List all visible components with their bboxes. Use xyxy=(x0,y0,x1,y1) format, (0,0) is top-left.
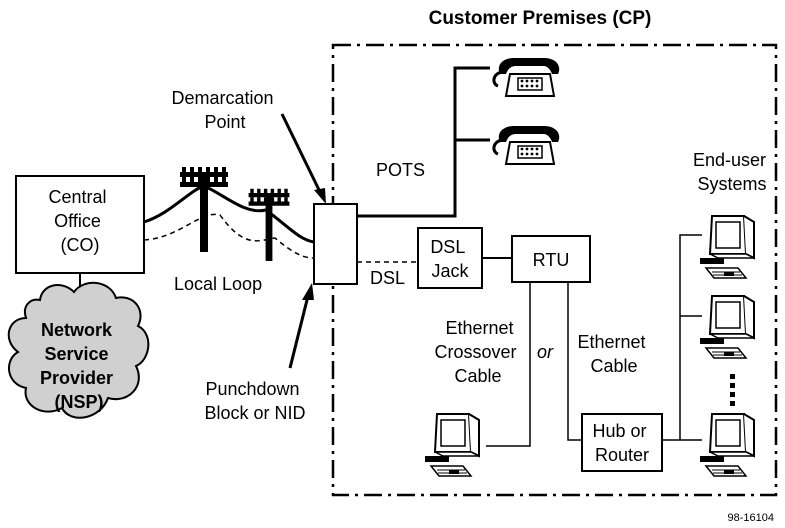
dsl-label: DSL xyxy=(370,268,405,288)
computer-icon xyxy=(699,413,755,477)
utility-pole-icon xyxy=(180,167,228,252)
computer-icon xyxy=(424,413,480,477)
rtu-label: RTU xyxy=(533,250,570,270)
demarcation-label: Demarcation Point xyxy=(171,88,278,132)
telephone-icon xyxy=(492,124,561,166)
hub-connection-lines xyxy=(662,234,702,441)
pots-line xyxy=(357,66,490,218)
ethernet-crossover-cable xyxy=(486,282,531,447)
ethernet-cable-label: Ethernet Cable xyxy=(577,332,650,376)
punchdown-block xyxy=(313,203,358,285)
figure-id: 98-16104 xyxy=(728,512,775,524)
punchdown-label: Punchdown Block or NID xyxy=(204,379,305,423)
hub-router-box xyxy=(581,413,663,472)
ethernet-cable xyxy=(567,282,582,441)
local-loop-wire xyxy=(143,184,315,244)
cloud-icon xyxy=(7,282,150,419)
nsp-label: Network Service Provider (NSP) xyxy=(40,320,118,412)
local-loop-wire-dashed xyxy=(143,213,315,259)
rtu-box xyxy=(511,235,591,283)
telephone-icon xyxy=(492,56,561,98)
dsl-jack-box xyxy=(417,227,483,289)
diagram-title: Customer Premises (CP) xyxy=(429,8,652,29)
hub-router-label: Hub or Router xyxy=(592,421,651,465)
end-user-label: End-user Systems xyxy=(693,150,771,194)
computer-icon xyxy=(699,215,755,279)
pots-label: POTS xyxy=(376,160,425,180)
ethernet-crossover-label: Ethernet Crossover Cable xyxy=(434,318,521,386)
local-loop-label: Local Loop xyxy=(174,274,262,294)
computer-icon xyxy=(699,295,755,359)
more-systems-ellipsis xyxy=(730,374,735,406)
central-office-label: Central Office (CO) xyxy=(48,187,111,255)
or-label: or xyxy=(537,342,554,362)
dsl-jack-label: DSL Jack xyxy=(430,237,469,281)
